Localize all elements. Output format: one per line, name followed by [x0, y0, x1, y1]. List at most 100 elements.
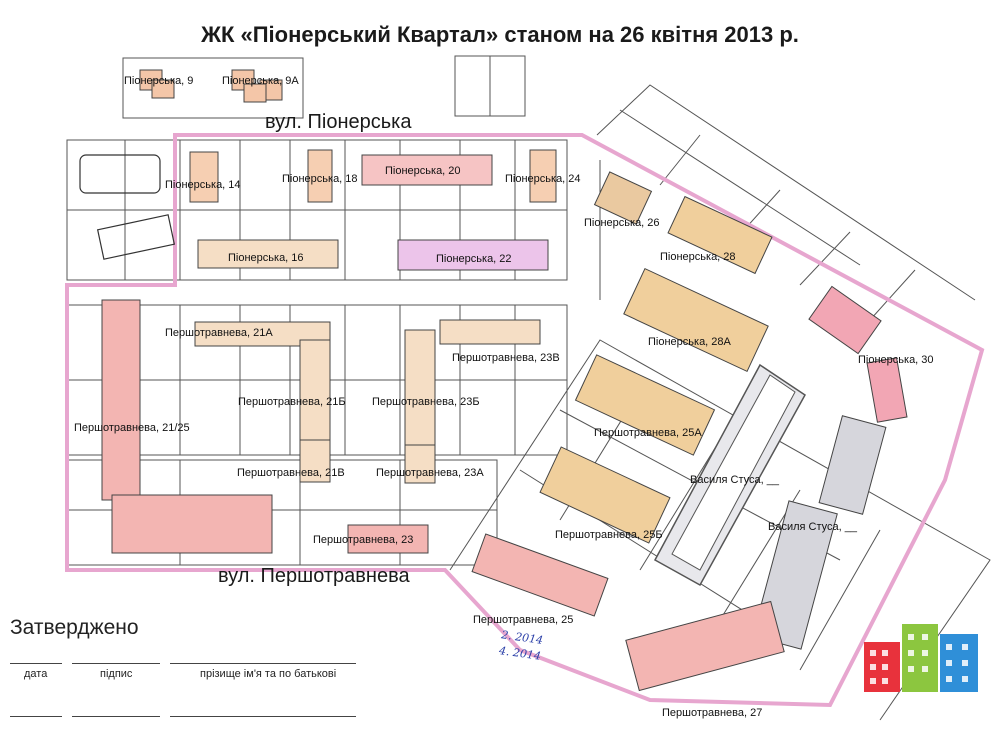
building-label: Піонерська, 28А — [648, 336, 732, 348]
building-label: Першотравнева, 25 — [473, 614, 573, 626]
building-footprint — [404, 444, 436, 484]
building-pr21v[interactable]: Першотравнева, 21В — [237, 439, 345, 483]
building-pr25b[interactable]: Першотравнева, 25Б — [539, 446, 671, 544]
date-label: дата — [24, 668, 48, 680]
building-pr2125[interactable]: Першотравнева, 21/25 — [74, 299, 273, 554]
building-pr23v[interactable]: Першотравнева, 23В — [439, 319, 560, 364]
building-label: Піонерська, 26 — [584, 217, 660, 229]
building-label: Піонерська, 28 — [660, 251, 736, 263]
building-label: Першотравнева, 23В — [452, 352, 560, 364]
building-footprint — [347, 524, 429, 554]
buildings: Піонерська, 9 Піонерська, 9А Піонерська, 1… — [74, 69, 934, 719]
building-label: Першотравнева, 21Б — [238, 396, 346, 408]
building-label: Першотравнева, 25Б — [555, 529, 663, 541]
building-footprint — [625, 600, 785, 692]
site-boundary — [65, 133, 985, 708]
signature-line-2 — [72, 716, 160, 717]
building-vs1[interactable]: Василя Стуса, __ — [690, 415, 887, 515]
building-footprint — [667, 195, 773, 275]
building-label: Першотравнева, 23А — [376, 467, 484, 479]
building-footprint — [197, 239, 339, 269]
building-label: Піонерська, 9 — [124, 75, 193, 87]
building-p16[interactable]: Піонерська, 16 — [197, 239, 339, 269]
building-label: Першотравнева, 23Б — [372, 396, 480, 408]
building-footprint — [818, 415, 887, 515]
street-label-pionerska: вул. Піонерська — [265, 111, 412, 133]
building-label: Піонерська, 30 — [858, 354, 934, 366]
building-pr23[interactable]: Першотравнева, 23 — [313, 524, 429, 554]
street-label-pershotravneva: вул. Першотравнева — [218, 565, 410, 587]
building-p30[interactable]: Піонерська, 30 — [808, 285, 934, 423]
building-footprint — [866, 357, 908, 423]
date-line — [10, 663, 62, 664]
building-footprint — [361, 154, 493, 186]
building-label: Першотравнева, 21А — [165, 327, 273, 339]
name-line-2 — [170, 716, 356, 717]
building-p20[interactable]: Піонерська, 20 — [361, 154, 493, 186]
building-label: Піонерська, 18 — [282, 173, 358, 185]
building-p9[interactable]: Піонерська, 9 — [124, 69, 193, 99]
building-label: Піонерська, 20 — [385, 165, 461, 177]
building-label: Першотравнева, 23 — [313, 534, 413, 546]
map-title: ЖК «Піонерський Квартал» станом на 26 кв… — [201, 22, 799, 47]
name-line — [170, 663, 356, 664]
building-label: Першотравнева, 21/25 — [74, 422, 190, 434]
building-footprint — [471, 533, 609, 617]
building-footprint — [243, 83, 267, 103]
building-label: Піонерська, 9А — [222, 75, 299, 87]
building-pr23b[interactable]: Першотравнева, 23Б — [372, 329, 480, 451]
building-footprint — [574, 354, 716, 456]
building-footprint — [404, 329, 436, 451]
building-p28a[interactable]: Піонерська, 28А — [623, 267, 769, 373]
building-footprint — [529, 149, 557, 203]
road-inner — [671, 374, 796, 571]
building-footprint — [299, 339, 331, 441]
building-pr25[interactable]: Першотравнева, 25 — [471, 533, 609, 626]
building-label: Першотравнева, 27 — [662, 707, 762, 719]
city-logo — [864, 624, 978, 692]
building-p9a[interactable]: Піонерська, 9А — [222, 69, 299, 103]
building-footprint — [151, 79, 175, 99]
building-label: Піонерська, 14 — [165, 179, 241, 191]
signature-line — [72, 663, 160, 664]
building-footprint — [439, 319, 541, 345]
planned-building-outline — [79, 154, 161, 194]
building-pr23a[interactable]: Першотравнева, 23А — [376, 444, 484, 484]
building-footprint — [299, 439, 331, 483]
building-label: Василя Стуса, __ — [768, 521, 858, 533]
building-pr27[interactable]: Першотравнева, 27 — [625, 600, 785, 719]
building-p18[interactable]: Піонерська, 18 — [282, 149, 358, 203]
name-label: прізище ім'я та по батькові — [200, 668, 337, 680]
building-p24[interactable]: Піонерська, 24 — [505, 149, 581, 203]
lot-grid — [66, 55, 991, 721]
building-label: Першотравнева, 21В — [237, 467, 345, 479]
building-label: Василя Стуса, __ — [690, 474, 780, 486]
building-p26[interactable]: Піонерська, 26 — [584, 171, 660, 229]
logo-green-building — [902, 624, 938, 692]
handwritten-note: 2. 2014 4. 2014 — [498, 627, 544, 665]
building-pr21b[interactable]: Першотравнева, 21Б — [238, 339, 346, 441]
building-footprint — [101, 299, 141, 501]
building-p22[interactable]: Піонерська, 22 — [397, 239, 549, 271]
building-footprint — [539, 446, 671, 544]
building-footprint — [307, 149, 333, 203]
building-label: Першотравнева, 25А — [594, 427, 702, 439]
date-line-2 — [10, 716, 62, 717]
building-footprint — [593, 171, 653, 225]
building-pr25a[interactable]: Першотравнева, 25А — [574, 354, 716, 456]
building-p14[interactable]: Піонерська, 14 — [165, 151, 241, 203]
building-footprint — [623, 267, 769, 373]
building-label: Піонерська, 16 — [228, 252, 304, 264]
building-footprint — [397, 239, 549, 271]
building-footprint — [111, 494, 273, 554]
building-label: Піонерська, 24 — [505, 173, 581, 185]
approved-heading: Затверджено — [10, 616, 139, 639]
building-label: Піонерська, 22 — [436, 253, 512, 265]
building-p28[interactable]: Піонерська, 28 — [660, 195, 773, 275]
planned-building-outline — [96, 214, 176, 260]
signature-label: підпис — [100, 668, 133, 680]
building-footprint — [808, 285, 882, 355]
logo-blue-building — [940, 634, 978, 692]
building-footprint — [189, 151, 219, 203]
